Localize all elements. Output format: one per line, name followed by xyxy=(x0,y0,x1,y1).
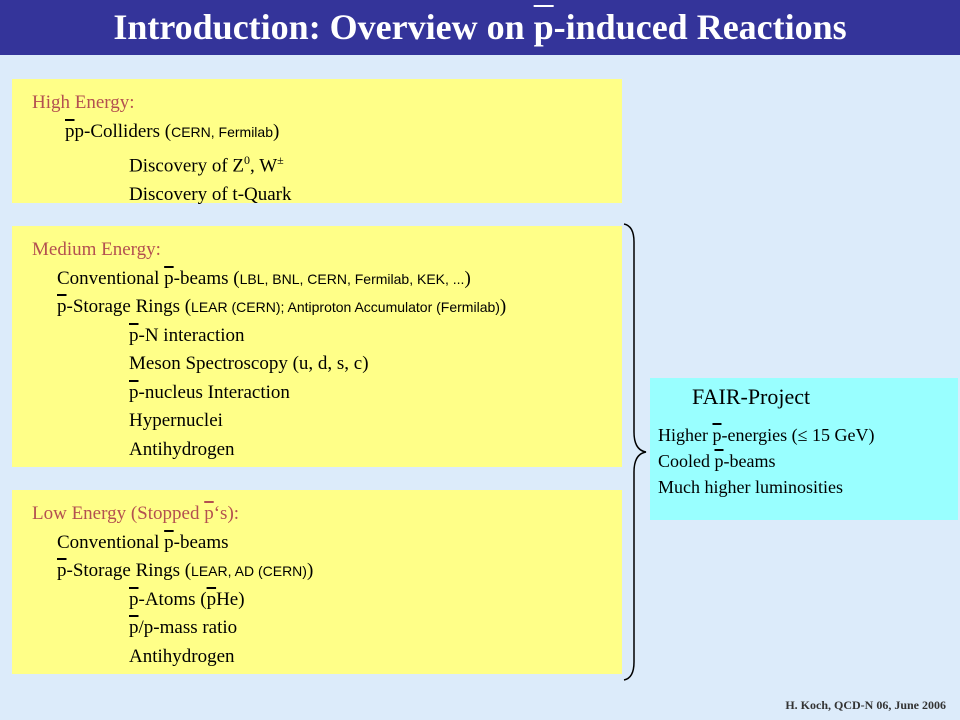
discovery-top-line: Discovery of t-Quark xyxy=(129,183,292,205)
slide-title: Introduction: Overview on p-induced Reac… xyxy=(113,7,847,47)
antihydrogen-line: Antihydrogen xyxy=(129,438,235,460)
medium-energy-box: Medium Energy: Conventional p-beams (LBL… xyxy=(12,226,622,467)
fair-cooled-line: Cooled p-beams xyxy=(658,451,776,471)
fair-title: FAIR-Project xyxy=(692,384,811,409)
medium-energy-heading: Medium Energy: xyxy=(32,239,161,260)
atoms-line: p-Atoms (pHe) xyxy=(129,588,245,610)
low-energy-heading: Low Energy (Stopped p‘s): xyxy=(32,503,240,524)
low-energy-box: Low Energy (Stopped p‘s): Conventional p… xyxy=(12,490,622,674)
fair-energies-line: Higher p-energies (≤ 15 GeV) xyxy=(658,425,875,445)
high-energy-box: High Energy: pp-Colliders (CERN, Fermila… xyxy=(12,79,622,205)
fair-project-box: FAIR-Project Higher p-energies (≤ 15 GeV… xyxy=(650,378,958,520)
low-conventional-beams-line: Conventional p-beams xyxy=(57,531,229,553)
curly-brace xyxy=(623,223,647,681)
mass-ratio-line: p/p-mass ratio xyxy=(129,617,238,638)
storage-rings-line: p-Storage Rings (LEAR (CERN); Antiproton… xyxy=(57,296,507,317)
low-storage-rings-line: p-Storage Rings (LEAR, AD (CERN)) xyxy=(57,560,314,581)
footer-credit: H. Koch, QCD-N 06, June 2006 xyxy=(785,698,946,712)
title-bar xyxy=(0,0,960,55)
nucleus-interaction-line: p-nucleus Interaction xyxy=(129,381,290,403)
fair-luminosity-line: Much higher luminosities xyxy=(658,477,843,497)
pn-interaction-line: p-N interaction xyxy=(129,324,245,346)
conventional-beams-line: Conventional p-beams (LBL, BNL, CERN, Fe… xyxy=(57,267,471,289)
meson-spectroscopy-line: Meson Spectroscopy (u, d, s, c) xyxy=(129,353,369,374)
discovery-zw-line: Discovery of Z0, W± xyxy=(129,153,284,177)
hypernuclei-line: Hypernuclei xyxy=(129,410,223,431)
low-antihydrogen-line: Antihydrogen xyxy=(129,645,235,667)
high-energy-heading: High Energy: xyxy=(32,92,135,113)
colliders-line: pp-Colliders (CERN, Fermilab) xyxy=(65,120,280,142)
